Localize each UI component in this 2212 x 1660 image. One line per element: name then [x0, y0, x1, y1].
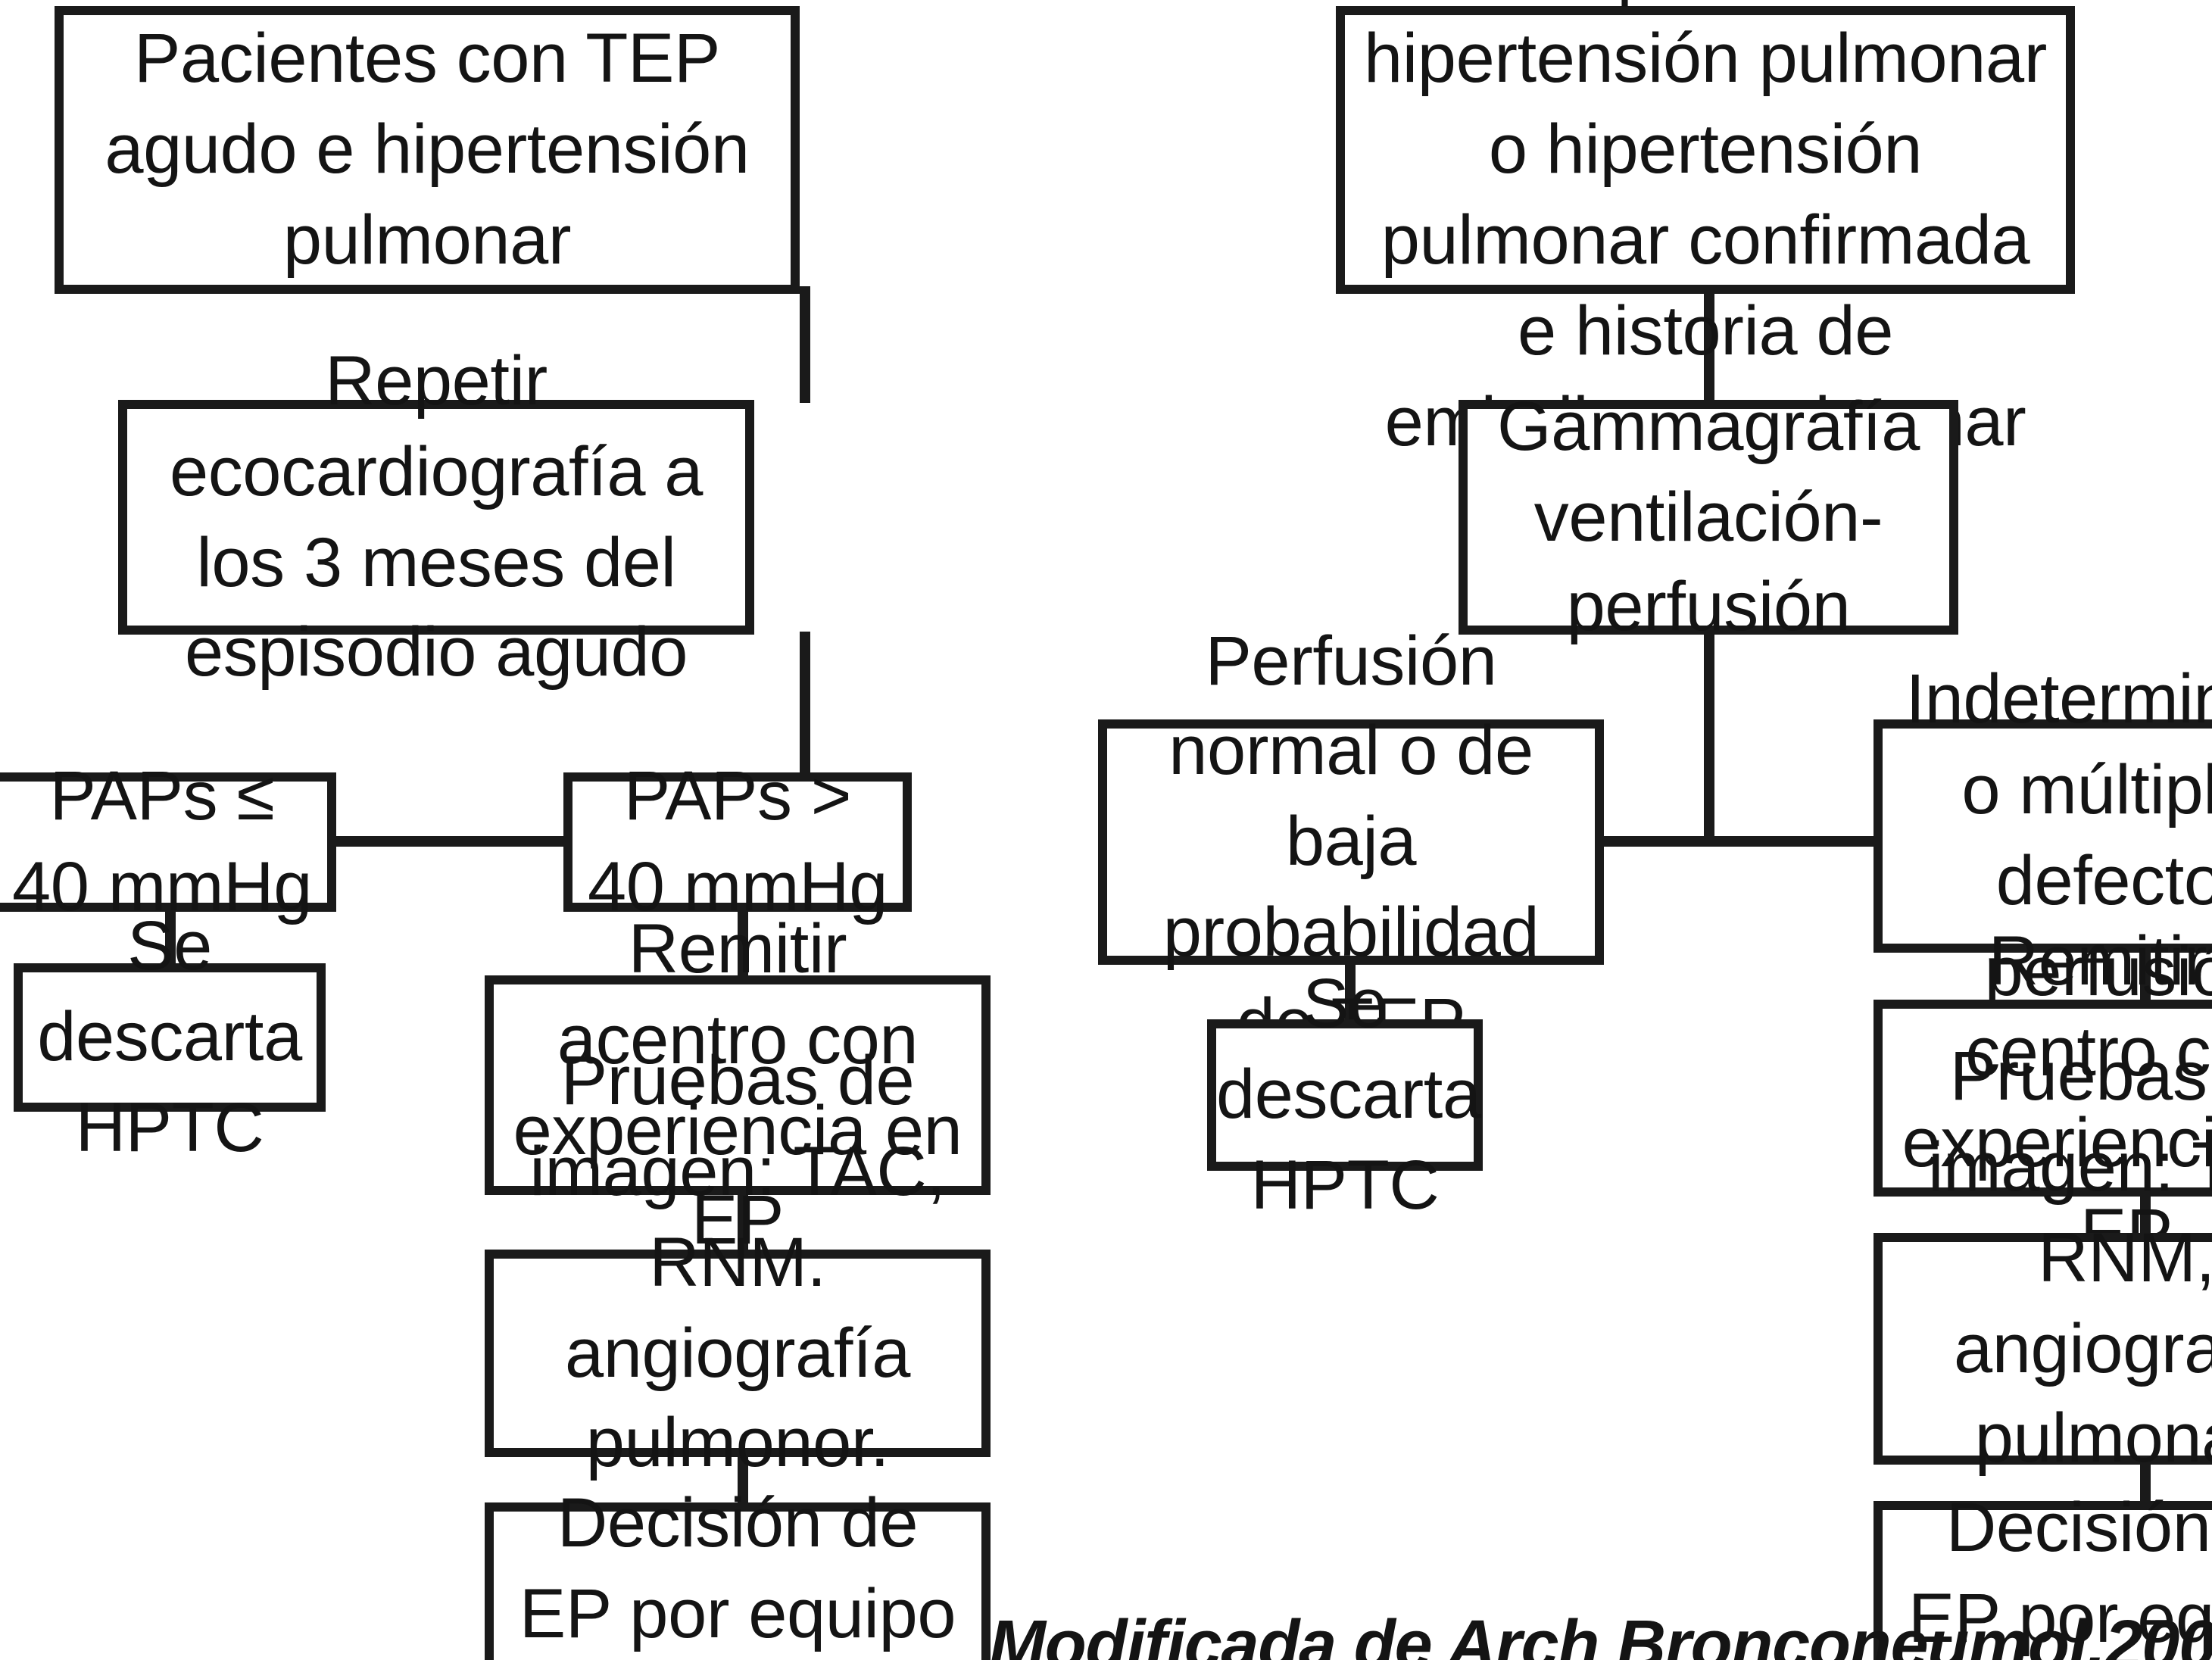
connector-left-low-to-outcome: [165, 909, 176, 963]
node-right-start: Pacientes con sospecha de hipertensión p…: [1336, 0, 2075, 460]
node-left-branch-high: PAPs > 40 mmHg: [563, 756, 912, 925]
node-right-branch-low: Perfusión normal o de baja probabilidad …: [1098, 620, 1604, 1061]
node-right-step2-label: Gammagrafía ventilación-perfusión: [1496, 385, 1920, 646]
node-left-branch-high-label: PAPs > 40 mmHg: [588, 756, 888, 925]
node-right-outcome-low-label: Se descarta HPTC: [1216, 963, 1481, 1224]
node-right-branch-high: Indeterminada o múltiples defectos perfu…: [1873, 660, 2212, 1010]
node-right-outcome-remitir: Remitir a centro con experiencia en EP: [1873, 922, 2212, 1272]
connector-right-start-to-step2: [1704, 286, 1714, 403]
node-left-outcome-decision-label: Decisión de EP por equipo multidisciplin…: [519, 1483, 956, 1653]
node-left-outcome-remitir-label: Remitir acentro con experiencia en EP: [513, 908, 962, 1259]
node-left-outcome-decision: Decisión de EP por equipo multidisciplin…: [485, 1484, 991, 1660]
node-right-outcome-decision: Decisión de EP por equipo multidisciplin…: [1873, 1487, 2212, 1660]
source-citation: Modificada de Arch Bronconeumol,2009;45 …: [989, 1605, 2212, 1660]
node-left-outcome-low: Se descarta HPTC: [14, 906, 326, 1166]
connector-right-low-to-outcome: [1345, 965, 1356, 1019]
node-right-outcome-low: Se descarta HPTC: [1207, 964, 1483, 1224]
node-left-outcome-low-label: Se descarta HPTC: [37, 906, 302, 1166]
node-right-outcome-decision-label: Decisión de EP por equipo multidisciplin…: [1908, 1487, 2212, 1657]
connector-right-remitir-to-pruebas: [2140, 1197, 2151, 1233]
node-right-outcome-remitir-label: Remitir a centro con experiencia en EP: [1902, 921, 2212, 1272]
node-left-step2: Repetir ecocardiografía a los 3 meses de…: [118, 341, 754, 691]
node-right-branch-high-label: Indeterminada o múltiples defectos perfu…: [1905, 659, 2212, 1010]
connector-left-pruebas-to-decision: [738, 1457, 748, 1502]
connector-left-remitir-to-pruebas: [738, 1195, 748, 1250]
node-left-outcome-pruebas: Pruebas de imagen: TAC, RNM. angiografía…: [485, 1041, 991, 1660]
node-right-start-label: Pacientes con sospecha de hipertensión p…: [1364, 0, 2047, 460]
node-right-step2: Gammagrafía ventilación-perfusión: [1459, 386, 1958, 646]
connector-left-start-to-step2: [800, 286, 810, 403]
node-left-outcome-remitir: Remitir acentro con experiencia en EP: [485, 909, 991, 1259]
node-left-branch-low-label: PAPs ≤ 40 mmHg: [12, 756, 312, 925]
connector-right-step2-to-split: [1704, 632, 1714, 841]
connector-right-pruebas-to-decision: [2140, 1465, 2151, 1501]
node-left-start-label: Pacientes con TEP agudo e hipertensión p…: [105, 18, 750, 279]
connector-left-split-horizontal: [336, 836, 572, 847]
connector-left-high-to-remitir: [738, 909, 748, 975]
node-right-outcome-pruebas: Pruebas de imagen: TAC RNM, angiografía …: [1873, 1036, 2212, 1658]
connector-right-high-to-remitir: [2140, 953, 2151, 1000]
node-left-branch-low: PAPs ≤ 40 mmHg: [0, 756, 336, 925]
connector-right-split-horizontal: [1601, 836, 1877, 847]
node-left-step2-label: Repetir ecocardiografía a los 3 meses de…: [169, 340, 704, 691]
node-left-start: Pacientes con TEP agudo e hipertensión p…: [55, 6, 800, 294]
